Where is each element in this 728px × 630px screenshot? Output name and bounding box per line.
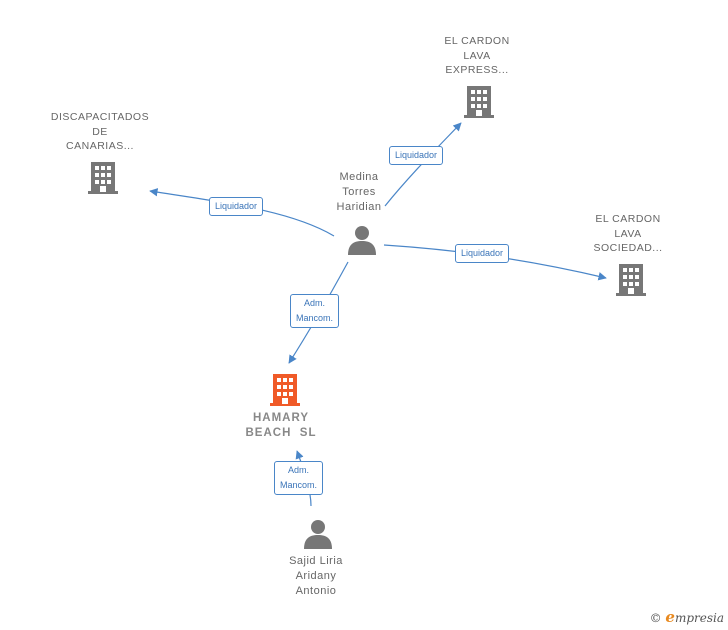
edge-label-liquidador-discapacitados: Liquidador — [209, 197, 264, 216]
edge-label-adm-mancom-medina: Adm. Mancom. — [290, 294, 340, 328]
edge-label-liquidador-cardon-sociedad: Liquidador — [455, 244, 510, 263]
edge-label-text: Liquidador — [395, 150, 438, 160]
label-line: Haridian — [336, 201, 382, 213]
building-icon[interactable] — [87, 160, 119, 195]
edge-label-text: Adm. — [288, 465, 310, 475]
label-line: Torres — [342, 186, 376, 198]
node-label-hamary-beach-sl[interactable]: HAMARY BEACH SL — [226, 411, 336, 441]
edge-label-text: Liquidador — [215, 201, 258, 211]
label-line: Sajid Liria — [289, 555, 343, 567]
main-company-building-icon[interactable] — [269, 372, 301, 407]
node-label-discapacitados-de-canarias[interactable]: DISCAPACITADOS DE CANARIAS... — [40, 110, 160, 154]
node-label-el-cardon-lava-express[interactable]: EL CARDON LAVA EXPRESS... — [420, 34, 534, 78]
label-line: LAVA — [463, 49, 491, 62]
label-line: Medina — [339, 171, 379, 183]
brand-initial: e — [665, 608, 675, 626]
label-line: EL CARDON — [595, 213, 661, 225]
edge-label-text: Mancom. — [280, 480, 318, 490]
label-line: Antonio — [295, 585, 337, 597]
label-line: LAVA — [614, 227, 642, 240]
brand-name: mpresia — [674, 611, 724, 625]
label-line: DE — [92, 125, 108, 138]
edge-label-text: Adm. — [304, 298, 326, 308]
edge-label-liquidador-cardon-express: Liquidador — [389, 146, 444, 165]
label-line: EL CARDON — [444, 35, 510, 47]
label-line: SOCIEDAD... — [593, 242, 663, 254]
node-label-sajid-liria-aridany-antonio[interactable]: Sajid Liria Aridany Antonio — [266, 554, 366, 599]
node-label-el-cardon-lava-sociedad[interactable]: EL CARDON LAVA SOCIEDAD... — [570, 212, 686, 256]
edge-label-text: Mancom. — [296, 313, 334, 323]
copyright-icon: © — [649, 611, 662, 625]
label-line: BEACH SL — [245, 427, 317, 439]
label-line: CANARIAS... — [66, 140, 134, 152]
edge-label-adm-mancom-sajid: Adm. Mancom. — [274, 461, 324, 495]
person-icon[interactable] — [346, 224, 378, 256]
edge-label-text: Liquidador — [461, 248, 504, 258]
empresia-logo: © empresia — [650, 608, 724, 626]
label-line: HAMARY — [252, 412, 310, 424]
building-icon[interactable] — [615, 262, 647, 297]
label-line: DISCAPACITADOS — [50, 111, 150, 123]
person-icon[interactable] — [302, 518, 334, 550]
node-label-medina-torres-haridian[interactable]: Medina Torres Haridian — [314, 170, 404, 215]
label-line: EXPRESS... — [445, 64, 509, 76]
label-line: Aridany — [295, 570, 337, 582]
building-icon[interactable] — [463, 84, 495, 119]
